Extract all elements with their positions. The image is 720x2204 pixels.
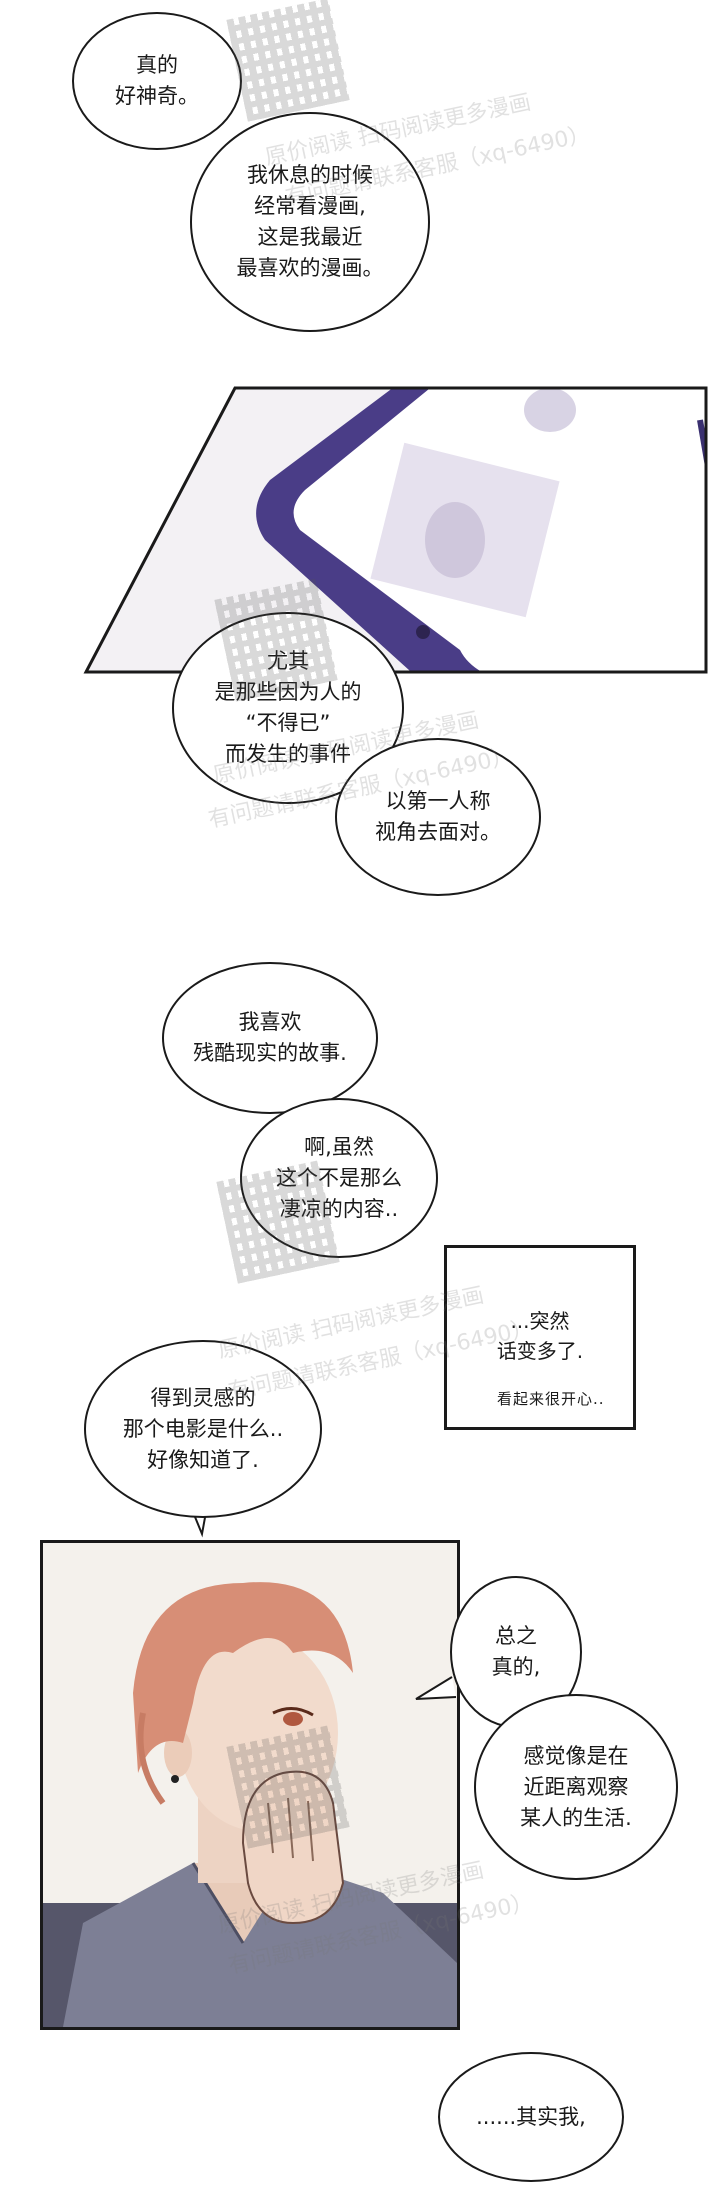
speech-bubble-10: ......其实我, <box>438 2052 624 2182</box>
speech-bubble-4: 以第一人称 视角去面对。 <box>335 738 541 896</box>
speech-bubble-5-text: 我喜欢 残酷现实的故事. <box>193 1010 347 1065</box>
bubble-tail-b8 <box>415 1676 457 1700</box>
speech-bubble-9-text: 感觉像是在 近距离观察 某人的生活. <box>520 1743 632 1830</box>
speech-bubble-1: 真的 好神奇。 <box>72 12 242 150</box>
narration-box: ...突然 话变多了. 看起来很开心.. <box>444 1245 636 1430</box>
speech-bubble-2: 我休息的时候 经常看漫画, 这是我最近 最喜欢的漫画。 <box>190 112 430 332</box>
phone-illustration <box>83 386 708 674</box>
speech-bubble-2-text: 我休息的时候 经常看漫画, 这是我最近 最喜欢的漫画。 <box>236 163 384 280</box>
character-panel <box>40 1540 460 2030</box>
speech-bubble-8-text: 总之 真的, <box>491 1624 541 1679</box>
speech-bubble-6: 啊,虽然 这个不是那么 凄凉的内容.. <box>240 1098 438 1258</box>
speech-bubble-9: 感觉像是在 近距离观察 某人的生活. <box>474 1694 678 1880</box>
speech-bubble-10-text: ......其实我, <box>476 2104 586 2129</box>
speech-bubble-7-text: 得到灵感的 那个电影是什么.. 好像知道了. <box>122 1385 284 1472</box>
watermark-qr-2 <box>214 578 338 702</box>
speech-bubble-3-text: 尤其 是那些因为人的 “不得已” 而发生的事件 <box>214 649 362 766</box>
speech-bubble-4-text: 以第一人称 视角去面对。 <box>375 789 501 844</box>
speech-bubble-7: 得到灵感的 那个电影是什么.. 好像知道了. <box>84 1340 322 1518</box>
speech-bubble-5: 我喜欢 残酷现实的故事. <box>162 962 378 1114</box>
speech-bubble-6-text: 啊,虽然 这个不是那么 凄凉的内容.. <box>276 1134 402 1221</box>
character-illustration <box>43 1543 457 2027</box>
speech-bubble-1-text: 真的 好神奇。 <box>115 53 199 108</box>
handwritten-note: 看起来很开心.. <box>497 1390 605 1408</box>
watermark-qr-4 <box>226 1725 350 1849</box>
watermark-qr-3 <box>216 1160 340 1284</box>
watermark-qr-1 <box>226 0 350 122</box>
phone-panel <box>0 380 720 680</box>
narration-text: ...突然 话变多了. <box>496 1309 584 1363</box>
